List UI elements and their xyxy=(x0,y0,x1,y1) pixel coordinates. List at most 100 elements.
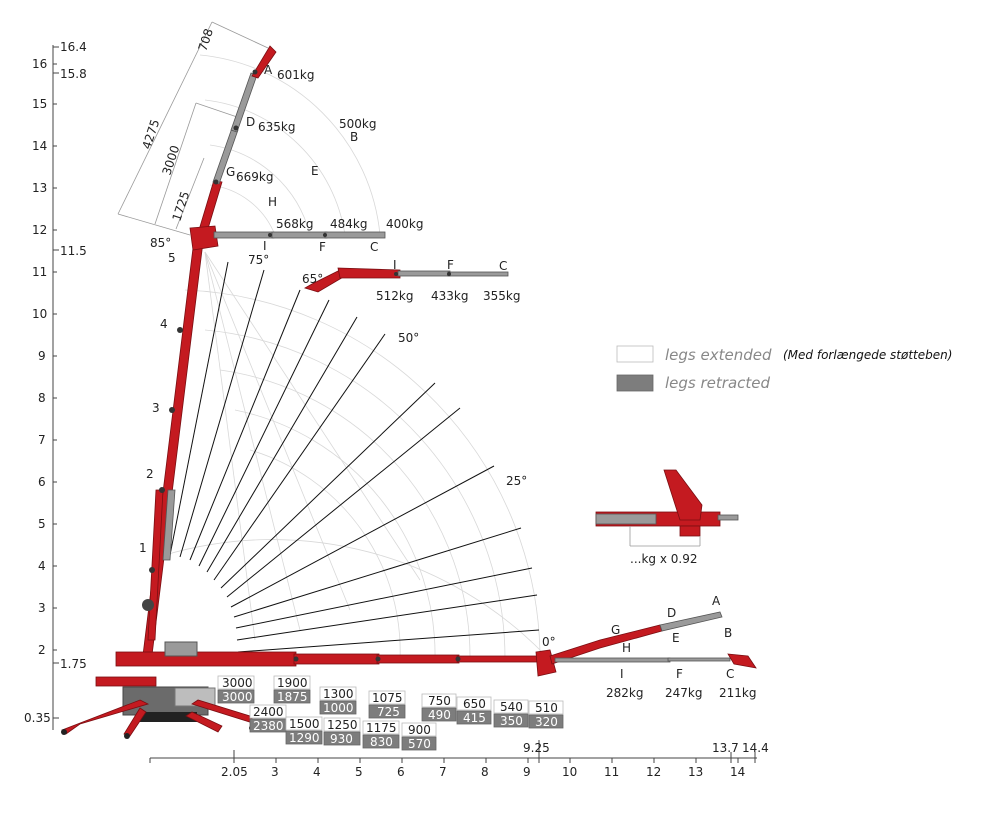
jib-65: I 512kg F 433kg C 355kg xyxy=(303,258,520,303)
x-special-2-05: 2.05 xyxy=(221,765,248,779)
load-4-extended: 1300 xyxy=(323,687,354,701)
load-7-extended: 1175 xyxy=(366,721,397,735)
load-cell-ext xyxy=(368,690,406,705)
load-10-extended: 650 xyxy=(463,697,486,711)
x-tick-4: 4 xyxy=(313,765,321,779)
jib-85-horizontal: I 568kg F 484kg C 400kg xyxy=(189,217,423,254)
load-cell-ext xyxy=(273,675,311,690)
row0-F-label: F xyxy=(676,667,683,681)
load-cell-ext xyxy=(456,696,492,711)
load-12-retracted: 320 xyxy=(535,715,558,729)
row85-C-load: 400kg xyxy=(386,217,423,231)
load-4-retracted: 1000 xyxy=(323,701,354,715)
row65-I-label: I xyxy=(393,258,397,272)
x-special-13-7: 13.7 xyxy=(712,741,739,755)
load-10-retracted: 415 xyxy=(463,711,486,725)
x-tick-5: 5 xyxy=(355,765,363,779)
legend-retracted-swatch xyxy=(616,374,654,392)
load-cell-ret xyxy=(493,713,529,728)
load-3-retracted: 1290 xyxy=(289,731,320,745)
row65-F-load: 433kg xyxy=(431,289,468,303)
load-cell-ret xyxy=(456,710,492,725)
load-cell-ext xyxy=(285,716,323,731)
load-5-extended: 1250 xyxy=(327,718,358,732)
top-B-label: B xyxy=(350,130,358,144)
row0-C-load: 211kg xyxy=(719,686,756,700)
row0-E-label: E xyxy=(672,631,680,645)
row85-I-load: 568kg xyxy=(276,217,313,231)
row85-I-label: I xyxy=(263,239,267,253)
y-special-16-4: 16.4 xyxy=(60,40,87,54)
main-boom: 1 2 3 4 5 xyxy=(139,239,204,656)
load-cell-ret xyxy=(323,731,361,746)
y-special-1-75: 1.75 xyxy=(60,657,87,671)
load-cell-ret xyxy=(319,700,357,715)
load-cell-ext xyxy=(249,704,287,719)
boom-horizontal: A B D E G H I 282kg F 247kg C 211kg xyxy=(115,594,757,700)
row85-F-label: F xyxy=(319,240,326,254)
y-special-11-5: 11.5 xyxy=(60,244,87,258)
y-tick-2: 2 xyxy=(38,643,46,657)
legend-extended-swatch xyxy=(616,345,654,363)
x-tick-10: 10 xyxy=(562,765,577,779)
top-G-label: G xyxy=(226,165,235,179)
load-6-extended: 1075 xyxy=(372,691,403,705)
load-cell-ext xyxy=(401,722,437,737)
load-cell-ret xyxy=(401,736,437,751)
row65-I-load: 512kg xyxy=(376,289,413,303)
y-tick-8: 8 xyxy=(38,391,46,405)
load-cell-ext xyxy=(323,717,361,732)
top-A-load: 601kg xyxy=(277,68,314,82)
boom-section-4: 4 xyxy=(160,317,168,331)
row0-H-label: H xyxy=(622,641,631,655)
load-11-retracted: 350 xyxy=(500,714,523,728)
load-cell-ret xyxy=(273,689,311,704)
boom-section-3: 3 xyxy=(152,401,160,415)
top-A-label: A xyxy=(264,63,273,77)
load-cell-ret xyxy=(368,704,406,719)
load-cell-ret xyxy=(285,730,323,745)
top-B-load: 500kg xyxy=(339,117,376,131)
top-H-label: H xyxy=(268,195,277,209)
load-cell-ext xyxy=(362,720,400,735)
x-tick-7: 7 xyxy=(439,765,447,779)
load-0-retracted: 3000 xyxy=(222,690,253,704)
y-tick-7: 7 xyxy=(38,433,46,447)
load-7-retracted: 830 xyxy=(370,735,393,749)
y-tick-6: 6 xyxy=(38,475,46,489)
legend-note: (Med forlængede støtteben) xyxy=(783,348,952,362)
y-tick-10: 10 xyxy=(32,307,47,321)
top-D-label: D xyxy=(246,115,255,129)
boom-section-2: 2 xyxy=(146,467,154,481)
angle-85: 85° xyxy=(150,236,171,250)
dim-1725: 1725 xyxy=(170,190,193,223)
x-tick-11: 11 xyxy=(604,765,619,779)
row0-A-label: A xyxy=(712,594,721,608)
load-6-retracted: 725 xyxy=(377,705,400,719)
x-tick-6: 6 xyxy=(397,765,405,779)
jib-reduction-illustration: ...kg x 0.92 xyxy=(595,469,739,566)
row65-F-label: F xyxy=(447,258,454,272)
row0-G-label: G xyxy=(611,623,620,637)
jib-note: ...kg x 0.92 xyxy=(630,552,697,566)
load-0-extended: 3000 xyxy=(222,676,253,690)
y-special-0-35: 0.35 xyxy=(24,711,51,725)
load-9-retracted: 490 xyxy=(428,708,451,722)
y-tick-5: 5 xyxy=(38,517,46,531)
y-tick-12: 12 xyxy=(32,223,47,237)
row0-F-load: 247kg xyxy=(665,686,702,700)
x-tick-9: 9 xyxy=(523,765,531,779)
angle-75: 75° xyxy=(248,253,269,267)
load-2-extended: 1900 xyxy=(277,676,308,690)
row0-D-label: D xyxy=(667,606,676,620)
y-tick-4: 4 xyxy=(38,559,46,573)
x-tick-13: 13 xyxy=(688,765,703,779)
load-cell-ext xyxy=(421,693,457,708)
load-cell-ext xyxy=(528,700,564,715)
top-E-label: E xyxy=(311,164,319,178)
top-G-load: 669kg xyxy=(236,170,273,184)
legend: legs extended (Med forlængede støtteben)… xyxy=(616,345,952,392)
load-2-retracted: 1875 xyxy=(277,690,308,704)
row85-F-load: 484kg xyxy=(330,217,367,231)
